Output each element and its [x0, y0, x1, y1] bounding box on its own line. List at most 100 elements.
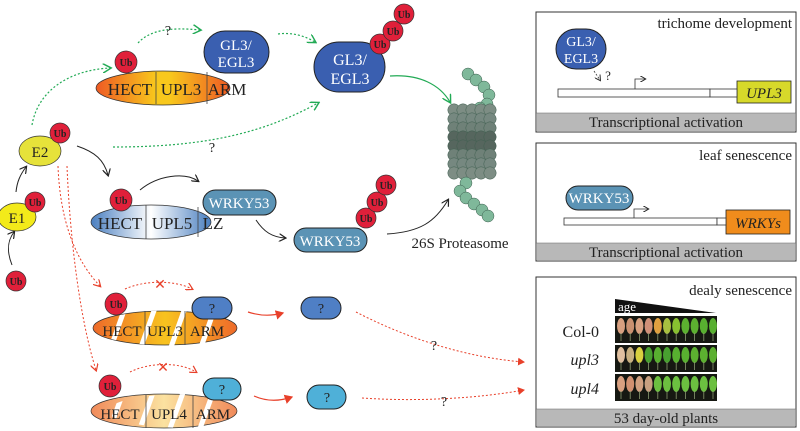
e2-enzyme: E2 Ub: [18, 122, 71, 167]
arrow-unknown2-to-panel: [361, 387, 525, 401]
panel-trichome-title: trichome development: [657, 16, 792, 32]
leaf: [617, 347, 625, 363]
gl3-bound-line2: EGL3: [218, 55, 255, 71]
svg-text:?: ?: [209, 302, 215, 317]
upl3m-arm-domain: ARM: [190, 324, 224, 340]
leaf: [635, 347, 644, 363]
unknown-substrate-2: ?: [306, 384, 347, 410]
panel-leaf-senescence: leaf senescence WRKY53 WRKYs Transcripti…: [535, 142, 797, 262]
leaf: [653, 376, 662, 392]
svg-text:Ub: Ub: [387, 27, 400, 38]
leaf: [663, 347, 671, 363]
upl3m-hect-domain: HECT: [102, 324, 141, 340]
arrow-wrky53-release: [255, 219, 285, 238]
row-label-upl3: upl3: [571, 352, 599, 369]
svg-text:E1: E1: [9, 211, 26, 227]
upl3-label: UPL3: [161, 80, 202, 99]
arrow-ub-to-e1: [8, 232, 14, 266]
question-upl3-gl3: ?: [165, 24, 171, 39]
arrow-e2-to-upl5: [76, 145, 108, 175]
panel-trichome-footer: Transcriptional activation: [589, 115, 743, 131]
proteasome-label: 26S Proteasome: [411, 236, 508, 252]
svg-text:WRKY53: WRKY53: [569, 191, 630, 207]
leaf: [626, 318, 635, 334]
arrow-upl3-to-gl3: [137, 29, 200, 44]
row-label-col0: Col-0: [563, 324, 599, 341]
svg-text:Ub: Ub: [115, 196, 128, 207]
svg-text:WRKY53: WRKY53: [300, 234, 361, 250]
upl4m-hect-domain: HECT: [100, 407, 139, 423]
arrow-wrky53-to-proteasome: [386, 200, 448, 235]
leaf: [626, 376, 635, 392]
question-unknown1: ?: [431, 339, 437, 354]
gene-wrkys: WRKYs: [735, 216, 781, 232]
leaf: [644, 347, 653, 363]
unknown-substrate-1: ?: [300, 296, 342, 320]
svg-text:EGL3: EGL3: [330, 71, 369, 88]
leaf: [690, 318, 699, 334]
leaf: [672, 347, 681, 363]
arrow-e1-to-e2: [15, 167, 26, 193]
arrow-upl4-mutant-release: [253, 394, 294, 404]
svg-text:Ub: Ub: [104, 382, 117, 393]
leaf: [699, 376, 708, 392]
leaf: [690, 347, 699, 363]
svg-text:GL3/: GL3/: [566, 35, 596, 50]
panel-delay-footer: 53 day-old plants: [614, 411, 718, 427]
leaf: [690, 376, 699, 392]
upl5-lz-domain: LZ: [203, 214, 224, 233]
leaf: [681, 318, 690, 334]
svg-text:Ub: Ub: [360, 214, 373, 225]
svg-text:?: ?: [219, 383, 225, 398]
leaf: [681, 376, 690, 392]
svg-text:?: ?: [605, 68, 611, 83]
wrky53-bound: WRKY53: [209, 196, 270, 212]
leaf: [635, 376, 644, 392]
row-label-upl4: upl4: [571, 381, 599, 398]
svg-text:Ub: Ub: [371, 198, 384, 209]
upl5-complex: HECT UPL5 LZ Ub WRKY53: [90, 188, 277, 240]
upl5-label: UPL5: [152, 214, 193, 233]
svg-text:Ub: Ub: [374, 40, 387, 51]
upl5-hect-domain: HECT: [98, 214, 143, 233]
svg-text:Ub: Ub: [380, 181, 393, 192]
leaf: [644, 376, 653, 392]
leaf: [672, 376, 681, 392]
svg-text:Ub: Ub: [398, 10, 411, 21]
leaf: [709, 347, 717, 363]
panel-trichome-development: trichome development GL3/ EGL3 ? UPL3 Tr…: [535, 11, 797, 133]
svg-text:Ub: Ub: [120, 58, 133, 69]
arrow-e2-to-upl4-mutant: [66, 165, 96, 370]
age-label: age: [618, 299, 636, 314]
svg-text:EGL3: EGL3: [564, 52, 598, 67]
gl3-polyubiquitinated: GL3/ EGL3 Ub Ub Ub: [313, 3, 415, 93]
arrow-gl3-transfer: [277, 32, 315, 42]
upl4m-arm-domain: ARM: [196, 407, 230, 423]
svg-text:?: ?: [324, 391, 330, 406]
question-e2-gl3: ?: [209, 141, 215, 156]
leaf: [644, 318, 653, 334]
svg-text:GL3/: GL3/: [333, 52, 367, 69]
leaf: [653, 318, 662, 334]
panel-leaf-title: leaf senescence: [699, 148, 792, 164]
svg-text:Ub: Ub: [10, 277, 23, 288]
upl3m-label: UPL3: [147, 324, 183, 340]
panel-delay-senescence: dealy senescence age Col-0 upl3 upl4 53 …: [535, 276, 797, 428]
panel-leaf-footer: Transcriptional activation: [589, 245, 743, 261]
leaf: [635, 318, 644, 334]
free-ubiquitin: Ub: [5, 270, 27, 292]
leaf: [626, 347, 635, 363]
wrky53-polyubiquitinated: WRKY53 Ub Ub Ub: [293, 174, 397, 253]
leaf: [663, 376, 671, 392]
leaf: [709, 318, 717, 334]
arrows: [8, 29, 525, 404]
proteasome-26s: [447, 67, 497, 223]
arrow-e2-to-gl3: [112, 103, 318, 148]
cross-upl4-mutant: ✕: [157, 361, 169, 376]
leaf: [663, 318, 671, 334]
svg-text:Ub: Ub: [54, 129, 67, 140]
leaf: [672, 318, 681, 334]
gl3-bound-line1: GL3/: [220, 38, 252, 54]
svg-text:?: ?: [318, 302, 324, 317]
